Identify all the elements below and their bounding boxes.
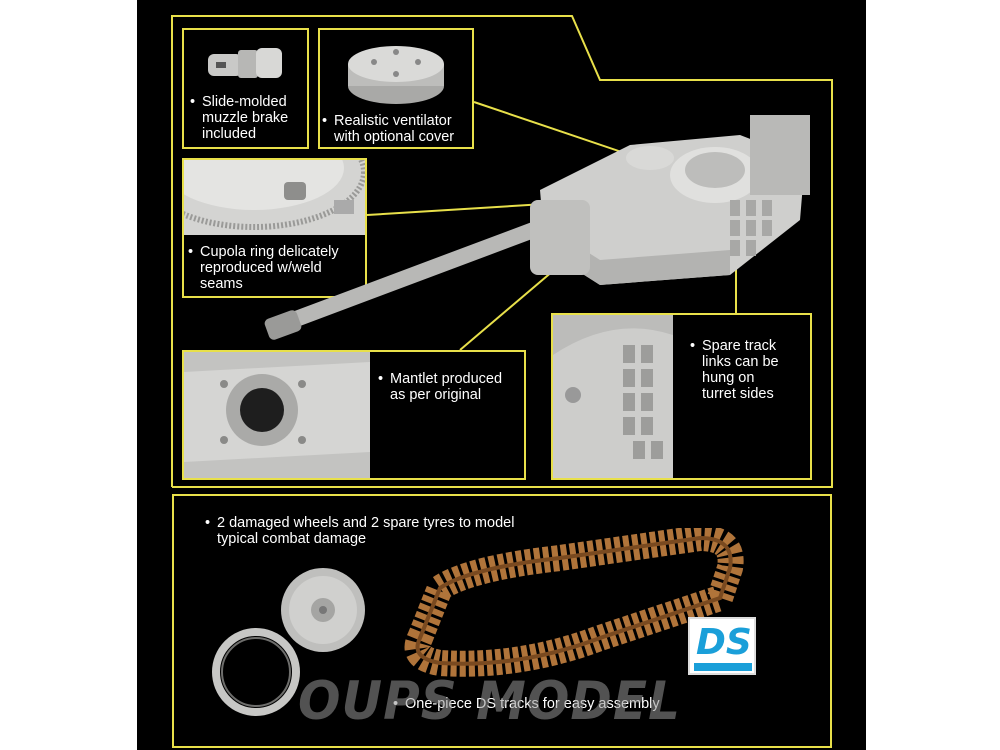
spare-track-caption: Spare track links can be hung on turret … [690, 338, 812, 402]
mantlet-caption: Mantlet produced as per original [378, 371, 530, 403]
spare-tyre-image [212, 628, 300, 716]
cupola-ring-image [184, 160, 365, 235]
watermark: OUPS MODEL [298, 670, 681, 732]
tracks-caption: One-piece DS tracks for easy assembly [393, 696, 725, 712]
wheels-caption: 2 damaged wheels and 2 spare tyres to mo… [205, 515, 597, 547]
muzzle-brake-image [200, 36, 290, 86]
spare-track-image [553, 315, 673, 478]
ventilator-image [336, 34, 456, 114]
track-image [400, 528, 745, 678]
ds-tracks-logo: DS [688, 617, 756, 675]
cupola-ring-caption: Cupola ring delicately reproduced w/weld… [188, 244, 375, 292]
running-gear-frame [172, 494, 832, 748]
road-wheel-image [278, 565, 368, 655]
turret-image [260, 100, 820, 340]
mantlet-image [184, 352, 370, 478]
ventilator-caption: Realistic ventilator with optional cover [322, 113, 484, 145]
ds-logo-text: DS [696, 622, 752, 663]
muzzle-brake-caption: Slide-molded muzzle brake included [190, 94, 317, 142]
ds-logo-bar [694, 663, 752, 671]
